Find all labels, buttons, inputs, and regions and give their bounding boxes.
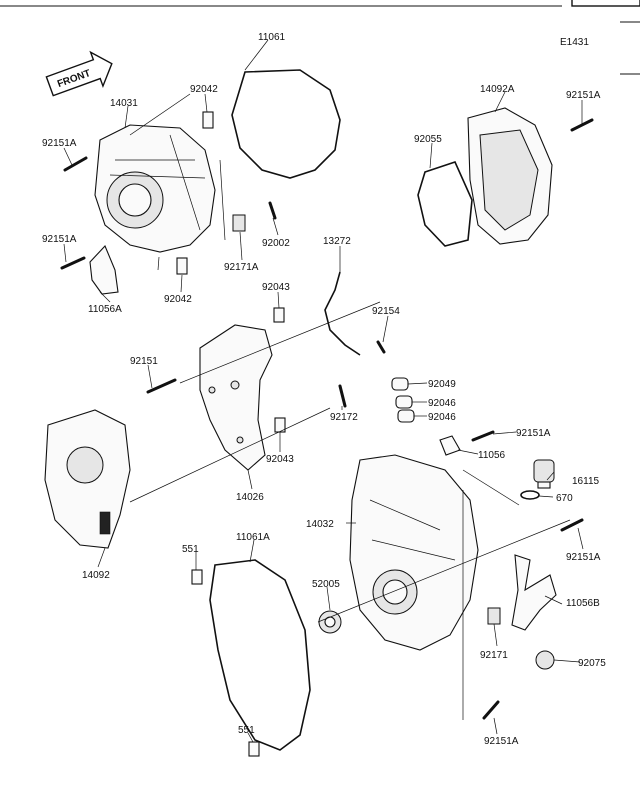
callout-label: 11056A — [88, 304, 122, 315]
callout-label: 92151 — [130, 356, 158, 367]
clip-92171A — [232, 214, 246, 232]
callout-label: 92002 — [262, 238, 290, 249]
callout-label: 92151A — [42, 138, 77, 149]
dowel-92042-bottom — [176, 257, 188, 275]
callout-label: 92043 — [266, 454, 294, 465]
bracket-14026 — [199, 324, 273, 471]
callout-label: 92046 — [428, 398, 456, 409]
callout-label: 14026 — [236, 492, 264, 503]
callout-label: 92049 — [428, 379, 456, 390]
header-box — [571, 0, 640, 7]
dowel-92042-top — [202, 111, 214, 129]
callouts: 11061 14031 92042 92151A 92151A 92171A 9… — [42, 32, 606, 747]
callout-label: 92151A — [516, 428, 551, 439]
generator-cover-14031 — [94, 124, 216, 253]
leader-lines — [63, 39, 584, 743]
callout-label: 92075 — [578, 658, 606, 669]
callout-label: 92171A — [224, 262, 259, 273]
callout-label: 14032 — [306, 519, 334, 530]
collar-92049 — [391, 377, 409, 391]
bolts — [60, 118, 594, 720]
bracket-11056A — [89, 245, 119, 295]
bracket-11056 — [439, 435, 461, 456]
callout-label: 11061 — [258, 32, 286, 43]
o-ring-670 — [520, 490, 540, 500]
callout-label: 92151A — [42, 234, 77, 245]
dowel-551-bottom — [248, 741, 260, 757]
dowel-92043-top — [273, 307, 285, 323]
clip-92171 — [487, 607, 501, 625]
callout-label: 92151A — [566, 552, 601, 563]
bracket-11056B — [511, 554, 557, 631]
callout-label: 11056B — [566, 598, 600, 609]
callout-label: 92171 — [480, 650, 508, 661]
gasket-13272 — [324, 271, 361, 356]
callout-label: 551 — [238, 725, 255, 736]
cover-14092 — [44, 409, 131, 549]
gasket-11061 — [231, 69, 341, 179]
callout-label: 92172 — [330, 412, 358, 423]
clutch-cover-14032 — [349, 454, 479, 651]
callout-label: 13272 — [323, 236, 351, 247]
gasket-11061A — [209, 559, 311, 751]
callout-label: 92042 — [164, 294, 192, 305]
callout-label: 14031 — [110, 98, 138, 109]
callout-label: 52005 — [312, 579, 340, 590]
callout-label: 14092 — [82, 570, 110, 581]
collar-92046-a — [395, 395, 413, 409]
callout-label: 92151A — [484, 736, 519, 747]
callout-label: 92151A — [566, 90, 601, 101]
callout-label: 551 — [182, 544, 199, 555]
dowel-551-top — [191, 569, 203, 585]
callout-label: 16115 — [572, 476, 600, 487]
cap-92075 — [535, 650, 555, 670]
front-arrow-icon: FRONT — [45, 50, 113, 97]
collar-92046-b — [397, 409, 415, 423]
callout-label: 670 — [556, 493, 573, 504]
callout-label: 92046 — [428, 412, 456, 423]
callout-label: 92055 — [414, 134, 442, 145]
gasket-92055 — [417, 161, 473, 247]
diagram-code: E1431 — [560, 37, 589, 48]
callout-label: 92154 — [372, 306, 400, 317]
cap-16115 — [533, 459, 555, 489]
cover-14092A — [467, 107, 553, 245]
callout-label: 92043 — [262, 282, 290, 293]
callout-label: 11056 — [478, 450, 506, 461]
callout-label: 92042 — [190, 84, 218, 95]
callout-label: 14092A — [480, 84, 515, 95]
callout-label: 11061A — [236, 532, 270, 543]
